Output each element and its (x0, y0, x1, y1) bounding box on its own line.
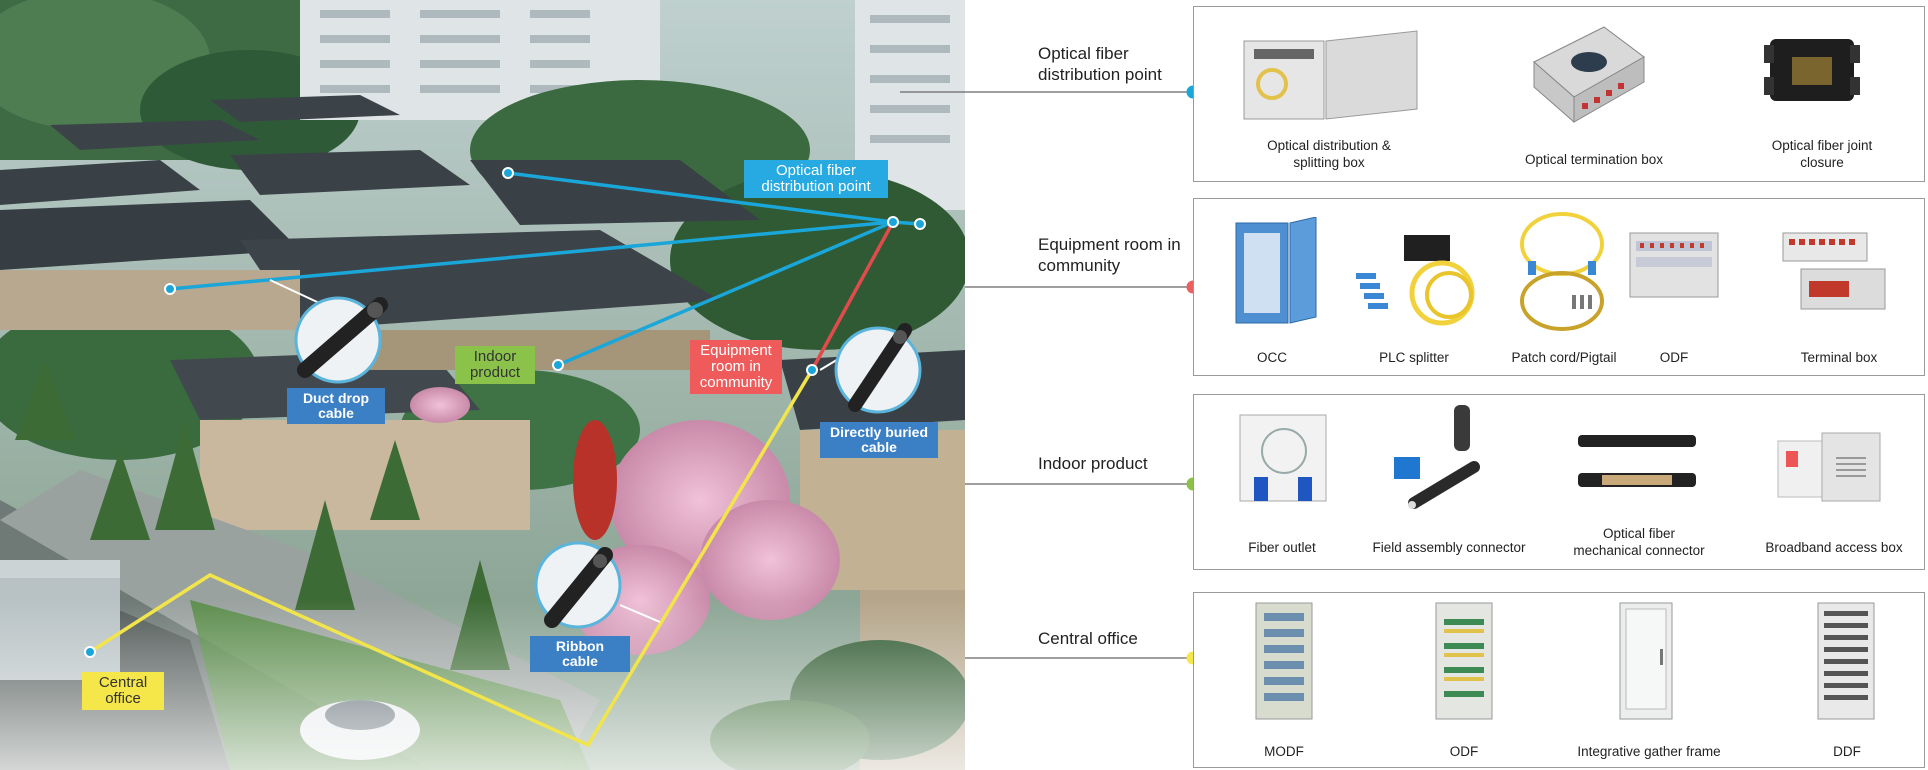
endpoint-dot (502, 167, 514, 179)
fiber-line-blue (169, 220, 894, 291)
callout-equipment-room: Equipment room in community (690, 340, 782, 394)
fiber-line-blue (507, 171, 894, 224)
item-field-assembly-connector: Field assembly connector (1372, 540, 1526, 555)
item-occ: OCC (1257, 350, 1287, 365)
endpoint-dot (84, 646, 96, 658)
termination-box-icon (1533, 26, 1645, 124)
panel-equipment-room: OCC PLC splitter Patch cord/Pigtail ODF … (1193, 198, 1925, 376)
endpoint-dot (806, 364, 818, 376)
item-odf-equipment-room: ODF (1659, 350, 1689, 365)
item-ddf: DDF (1833, 744, 1861, 759)
panel-optical-fiber-distribution-point: Optical distribution & splitting box Opt… (1193, 6, 1925, 182)
mechanical-connector-icon (1578, 435, 1696, 487)
item-modf: MODF (1264, 744, 1304, 759)
fiber-outlet-icon (1239, 414, 1327, 502)
tag-duct-drop-cable: Duct drop cable (287, 388, 385, 424)
endpoint-dot (887, 216, 899, 228)
item-optical-fiber-mechanical-connector: Optical fiber mechanical connector (1573, 526, 1705, 558)
category-label-central-office: Central office (1038, 629, 1138, 648)
callout-central-office: Central office (82, 672, 164, 710)
duct-drop-cable-lens (269, 279, 388, 384)
ddf-rack-icon (1817, 602, 1875, 720)
item-terminal-box: Terminal box (1800, 350, 1878, 365)
item-optical-distribution-splitting-box: Optical distribution & splitting box (1267, 138, 1391, 170)
callout-indoor-product: Indoor product (455, 346, 535, 384)
fiber-line-yellow (89, 369, 814, 748)
wall-box-icon (1243, 30, 1418, 120)
item-odf-central-office: ODF (1449, 744, 1479, 759)
tag-directly-buried-cable: Directly buried cable (820, 422, 938, 458)
patch-cord-icon (1520, 212, 1604, 331)
item-integrative-gather-frame: Integrative gather frame (1577, 744, 1721, 759)
endpoint-dot (552, 359, 564, 371)
item-plc-splitter: PLC splitter (1379, 350, 1449, 365)
item-fiber-outlet: Fiber outlet (1248, 540, 1316, 555)
joint-closure-icon (1764, 39, 1860, 101)
ribbon-cable-lens (534, 541, 661, 629)
fiber-line-blue (557, 220, 894, 367)
rack-odf-icon (1629, 232, 1719, 298)
residential-community-scene: Optical fiber distribution point Indoor … (0, 0, 965, 770)
item-patch-cord-pigtail: Patch cord/Pigtail (1511, 350, 1617, 365)
aerial-illustration (0, 0, 965, 770)
connector-icon (1394, 405, 1480, 509)
tag-ribbon-cable: Ribbon cable (530, 636, 630, 672)
direct-buried-cable-lens (819, 323, 922, 414)
access-box-icon (1777, 432, 1881, 502)
panel-indoor-product: Fiber outlet Field assembly connector Op… (1193, 394, 1925, 570)
category-label-equipment-room: Equipment room in community (1038, 235, 1181, 275)
callout-optical-fiber-distribution-point: Optical fiber distribution point (744, 160, 888, 198)
panel-central-office: MODF ODF Integrative gather frame DDF (1193, 592, 1925, 768)
item-optical-fiber-joint-closure: Optical fiber joint closure (1771, 138, 1873, 170)
terminal-box-icon (1782, 232, 1886, 310)
gather-frame-icon (1619, 602, 1673, 720)
endpoint-dot (914, 218, 926, 230)
fiber-line-red (810, 221, 895, 371)
category-label-optical-fiber-distribution-point: Optical fiber distribution point (1038, 44, 1162, 84)
modf-rack-icon (1255, 602, 1313, 720)
odf-rack-icon (1435, 602, 1493, 720)
endpoint-dot (164, 283, 176, 295)
splitter-icon (1356, 235, 1475, 326)
item-optical-termination-box: Optical termination box (1524, 152, 1664, 167)
item-broadband-access-box: Broadband access box (1765, 540, 1903, 555)
category-label-indoor-product: Indoor product (1038, 454, 1148, 473)
cabinet-icon (1235, 217, 1317, 324)
